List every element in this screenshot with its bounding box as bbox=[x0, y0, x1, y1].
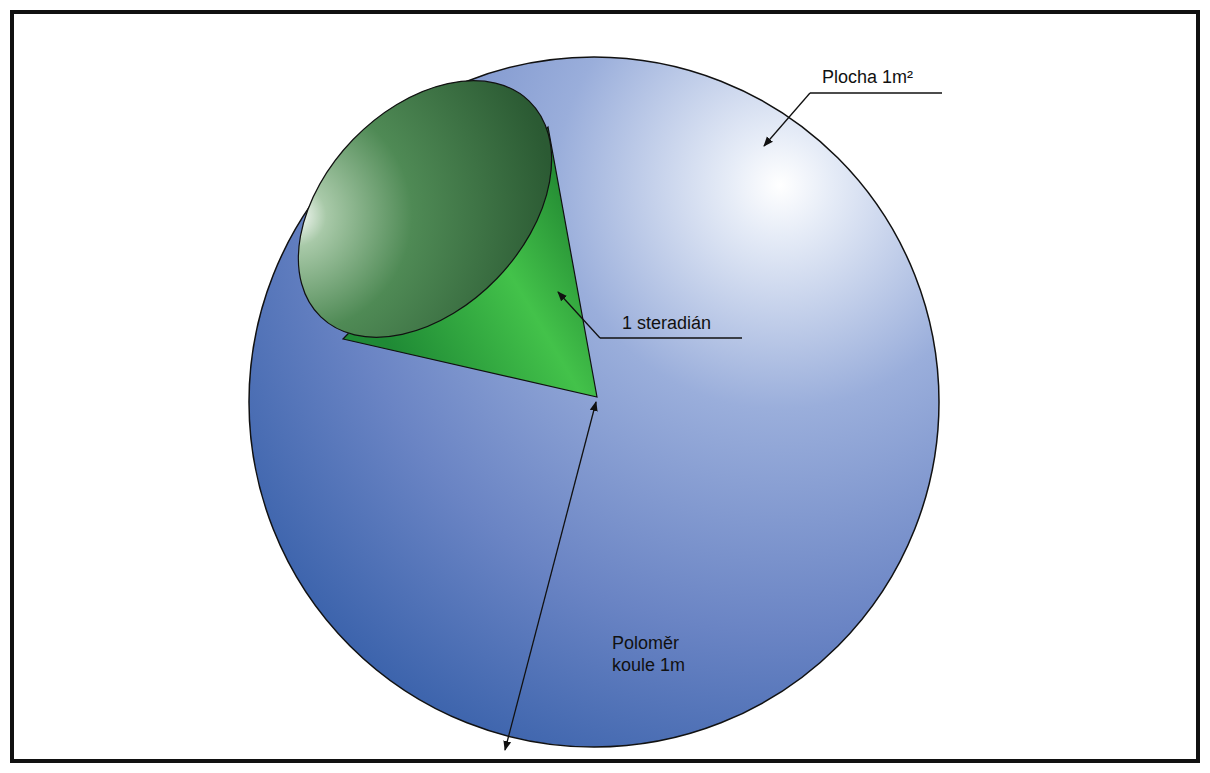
cap-ellipse bbox=[249, 32, 601, 387]
frame bbox=[12, 12, 1198, 761]
leader-line bbox=[600, 337, 742, 338]
leader-arrow bbox=[558, 292, 600, 338]
radius-arrow bbox=[505, 402, 596, 750]
radius-label: Poloměr koule 1m bbox=[612, 632, 704, 676]
leader-arrow bbox=[764, 93, 810, 146]
leader-line bbox=[810, 92, 942, 93]
area-label: Plocha 1m² bbox=[822, 66, 952, 88]
steradian-label: 1 steradián bbox=[622, 312, 752, 334]
